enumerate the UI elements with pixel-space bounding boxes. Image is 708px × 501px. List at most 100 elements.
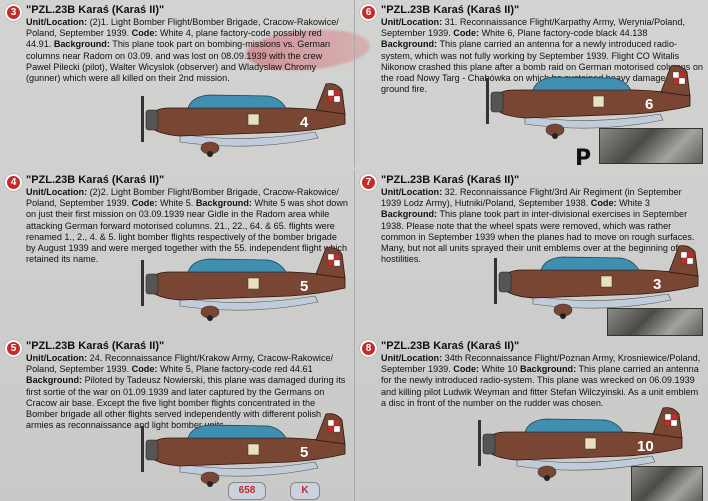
decal-panel-5: 5 "PZL.23B Karaś (Karaś II)" Unit/Locati… bbox=[0, 336, 354, 501]
decal-panel-8: 8 "PZL.23B Karaś (Karaś II)" Unit/Locati… bbox=[354, 336, 708, 501]
unit-text: 34th Reconnaissance Flight/Poznan Army, … bbox=[381, 353, 701, 375]
engine-cowling bbox=[145, 273, 159, 295]
aircraft-code-number: 5 bbox=[300, 278, 308, 295]
unit-text: 31. Reconnaissance Flight/Karpathy Army,… bbox=[381, 17, 685, 39]
propeller bbox=[141, 96, 144, 142]
propeller bbox=[486, 78, 489, 124]
unit-emblem-icon bbox=[247, 113, 260, 126]
unit-label: Unit/Location: bbox=[26, 353, 88, 363]
aircraft-code-number: 4 bbox=[300, 114, 309, 131]
aircraft-profile-icon: 6 bbox=[486, 65, 691, 139]
wheel bbox=[552, 133, 558, 139]
wing-marking-658: 658 bbox=[228, 482, 266, 500]
aircraft-profile-icon: 4 bbox=[141, 83, 346, 157]
background-text: This plane carried an antenna for a newl… bbox=[381, 39, 703, 95]
unit-text: 24. Reconnaissance Flight/Krakow Army, C… bbox=[26, 353, 334, 375]
engine-cowling bbox=[482, 433, 496, 455]
code-text: White 4, plane factory-code possibly red… bbox=[26, 28, 322, 50]
wheel bbox=[207, 151, 213, 157]
unit-label: Unit/Location: bbox=[26, 17, 88, 27]
panel-number-badge: 6 bbox=[360, 4, 377, 21]
code-text: White 10 bbox=[479, 364, 521, 375]
panel-number-badge: 3 bbox=[5, 4, 22, 21]
engine-cowling bbox=[145, 109, 159, 131]
code-text: White 5. bbox=[157, 198, 196, 209]
fuselage bbox=[502, 269, 699, 299]
code-label: Code: bbox=[131, 28, 158, 39]
wing-marking-k: K bbox=[290, 482, 320, 500]
photo-icon bbox=[607, 308, 703, 336]
decal-panel-6: 6 "PZL.23B Karaś (Karaś II)" Unit/Locati… bbox=[354, 0, 708, 167]
background-text: White 5 was shot down on just their firs… bbox=[26, 198, 348, 265]
panel-description: Unit/Location: (2)1. Light Bomber Flight… bbox=[26, 17, 348, 84]
propeller bbox=[494, 258, 497, 304]
code-label: Code: bbox=[453, 364, 480, 375]
polish-checkerboard-icon bbox=[664, 413, 678, 427]
fuselage bbox=[149, 271, 346, 301]
fuselage bbox=[149, 107, 346, 137]
fuselage bbox=[486, 431, 683, 461]
unit-text: (2)2. Light Bomber Flight/Bomber Brigade… bbox=[26, 187, 339, 209]
unit-emblem-icon bbox=[584, 437, 597, 450]
panel-description: Unit/Location: 34th Reconnaissance Fligh… bbox=[381, 353, 703, 409]
code-label: Code: bbox=[590, 198, 617, 209]
polish-checkerboard-icon bbox=[327, 89, 341, 103]
unit-emblem-icon bbox=[247, 443, 260, 456]
propeller bbox=[478, 420, 481, 466]
propeller bbox=[141, 260, 144, 306]
wheel bbox=[560, 313, 566, 319]
canopy bbox=[532, 76, 632, 91]
background-label: Background: bbox=[381, 39, 438, 50]
polish-checkerboard-icon bbox=[680, 251, 694, 265]
aircraft-profile-icon: 3 bbox=[494, 245, 699, 319]
decal-panel-7: 7 "PZL.23B Karaś (Karaś II)" Unit/Locati… bbox=[354, 170, 708, 337]
panel-description: Unit/Location: 32. Reconnaissance Flight… bbox=[381, 187, 703, 265]
background-text: This plane took part in inter-divisional… bbox=[381, 209, 695, 265]
engine-cowling bbox=[498, 271, 512, 293]
background-text: Piloted by Tadeusz Nowierski, this plane… bbox=[26, 375, 346, 431]
wheel bbox=[544, 475, 550, 481]
unit-emblem-icon bbox=[592, 95, 605, 108]
polish-checkerboard-icon bbox=[672, 71, 686, 85]
aircraft-profile-icon: 5 bbox=[141, 247, 346, 321]
unit-emblem-icon bbox=[247, 277, 260, 290]
background-text: This plane took part on bombing-missions… bbox=[26, 39, 331, 84]
tail-letter: P bbox=[575, 146, 592, 167]
code-text: White 3 bbox=[616, 198, 650, 209]
canopy bbox=[524, 418, 624, 433]
canopy bbox=[187, 94, 287, 109]
panel-number-badge: 4 bbox=[5, 174, 22, 191]
panel-title: "PZL.23B Karaś (Karaś II)" bbox=[381, 340, 520, 352]
polish-checkerboard-icon bbox=[327, 419, 341, 433]
canopy bbox=[540, 256, 640, 271]
panel-title: "PZL.23B Karaś (Karaś II)" bbox=[26, 340, 165, 352]
photo-icon bbox=[599, 128, 703, 164]
background-label: Background: bbox=[26, 375, 83, 386]
unit-label: Unit/Location: bbox=[381, 353, 443, 363]
unit-label: Unit/Location: bbox=[26, 187, 88, 197]
aircraft-code-number: 6 bbox=[645, 96, 653, 113]
unit-emblem-icon bbox=[600, 275, 613, 288]
unit-text: (2)1. Light Bomber Flight/Bomber Brigade… bbox=[26, 17, 339, 39]
fuselage bbox=[494, 89, 691, 119]
panel-description: Unit/Location: 24. Reconnaissance Flight… bbox=[26, 353, 348, 431]
background-label: Background: bbox=[195, 198, 252, 209]
engine-cowling bbox=[145, 439, 159, 461]
aircraft-code-number: 5 bbox=[300, 444, 308, 461]
fuselage bbox=[149, 437, 346, 467]
panel-description: Unit/Location: (2)2. Light Bomber Flight… bbox=[26, 187, 348, 265]
decal-panel-3: 3 "PZL.23B Karaś (Karaś II)" Unit/Locati… bbox=[0, 0, 354, 167]
aircraft-code-number: 10 bbox=[637, 438, 654, 455]
panel-title: "PZL.23B Karaś (Karaś II)" bbox=[381, 4, 520, 16]
aircraft-code-number: 3 bbox=[653, 276, 661, 293]
background-label: Background: bbox=[520, 364, 577, 375]
photo-icon bbox=[631, 466, 703, 501]
code-label: Code: bbox=[453, 28, 480, 39]
canopy bbox=[187, 424, 287, 439]
background-label: Background: bbox=[381, 209, 438, 220]
polish-checkerboard-icon bbox=[327, 253, 341, 267]
panel-number-badge: 8 bbox=[360, 340, 377, 357]
engine-cowling bbox=[490, 91, 504, 113]
background-label: Background: bbox=[53, 39, 110, 50]
unit-text: 32. Reconnaissance Flight/3rd Air Regime… bbox=[381, 187, 682, 209]
